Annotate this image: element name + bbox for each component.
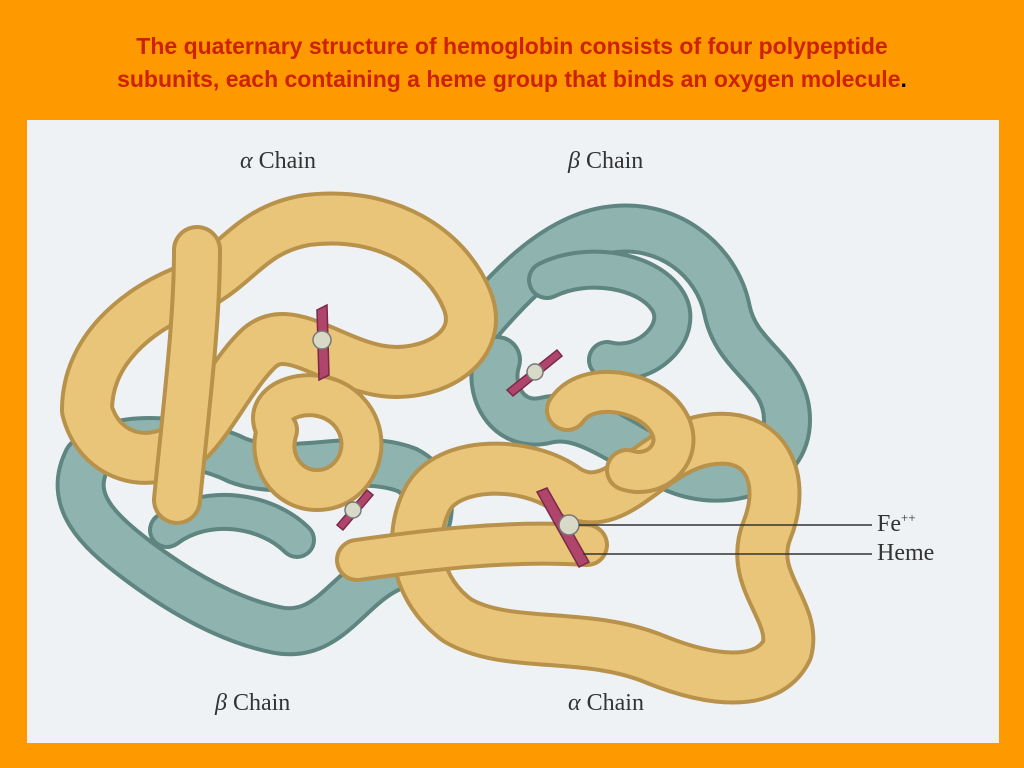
label-beta-chain-bottom: β Chain: [215, 690, 291, 716]
iron-atom: [344, 501, 362, 519]
heme-group-4: [535, 487, 591, 568]
alpha-chain-top-left: [60, 191, 498, 525]
slide-title: The quaternary structure of hemoglobin c…: [0, 30, 1024, 96]
iron-atom: [558, 514, 580, 536]
label-fe: Fe++: [877, 510, 916, 537]
label-heme: Heme: [877, 540, 935, 566]
label-alpha-chain-bottom: α Chain: [568, 690, 644, 716]
heme-group-2: [505, 348, 564, 398]
heme-group-3: [335, 488, 375, 532]
hemoglobin-illustration: [55, 191, 872, 705]
title-line-1: The quaternary structure of hemoglobin c…: [136, 33, 888, 59]
iron-atom: [526, 363, 544, 381]
heme-group-1: [312, 303, 332, 382]
iron-atom: [312, 330, 332, 350]
label-beta-chain-top: β Chain: [568, 148, 644, 174]
title-period: .: [900, 66, 907, 92]
hemoglobin-diagram: α Chain β Chain β Chain α Chain Fe++ Hem…: [27, 120, 999, 743]
title-line-2: subunits, each containing a heme group t…: [117, 66, 901, 92]
label-alpha-chain-top: α Chain: [240, 148, 316, 174]
alpha-chain-bottom-right: [335, 369, 816, 705]
